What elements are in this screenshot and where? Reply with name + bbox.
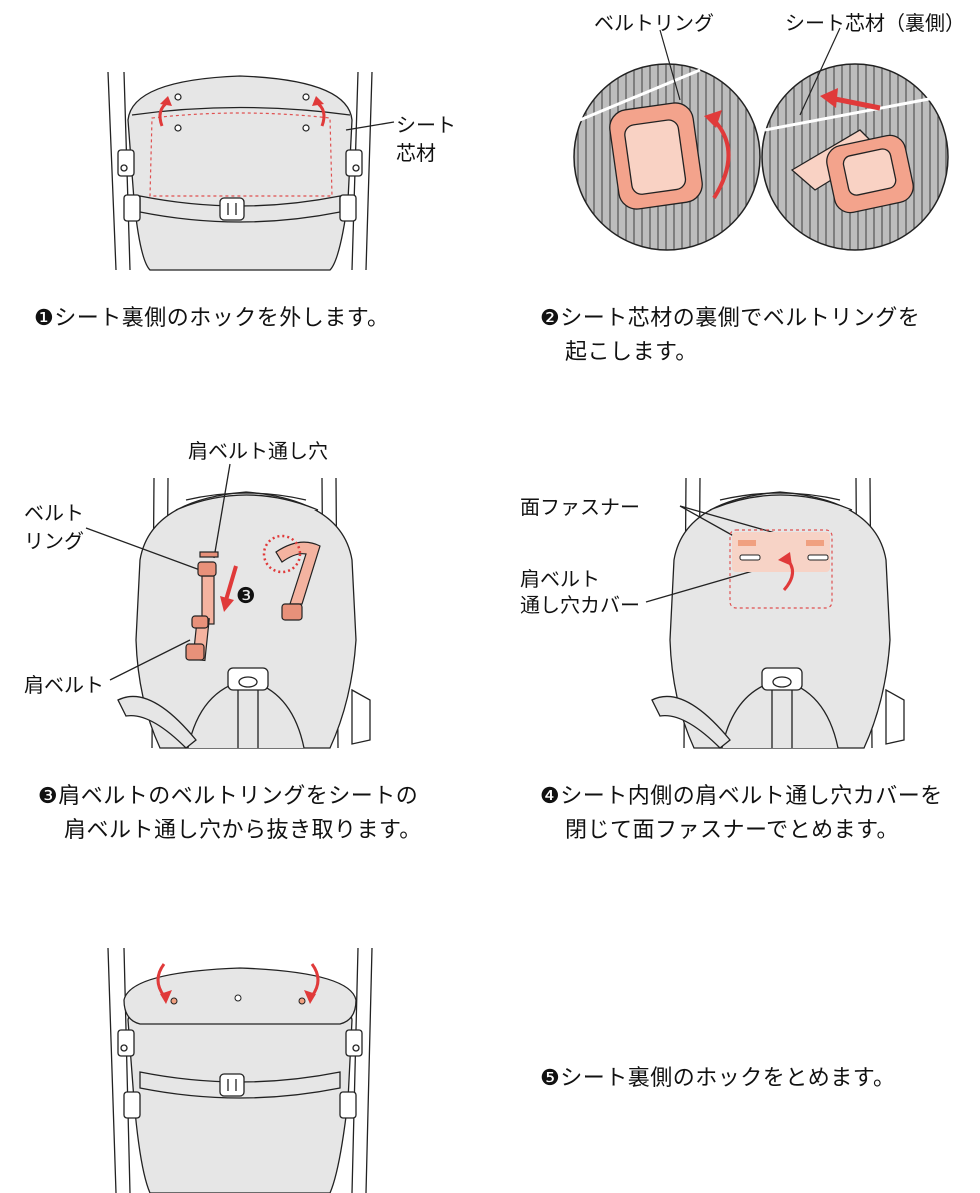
hole-cover-label-line2: 通し穴カバー (520, 593, 640, 617)
shoulder-belt-hole-label: 肩ベルト通し穴 (188, 439, 328, 463)
step2-caption-line1: ❷シート芯材の裏側でベルトリングを (540, 306, 921, 331)
step4-caption-line2: 閉じて面ファスナーでとめます。 (565, 818, 899, 843)
step3-caption-line2: 肩ベルト通し穴から抜き取ります。 (64, 818, 422, 843)
step4-caption-line1: ❹シート内側の肩ベルト通し穴カバーを (540, 784, 943, 809)
seat-core-label-line1: シート (396, 113, 456, 137)
seat-core-back-label: シート芯材（裏側） (785, 11, 965, 35)
belt-ring-label: ベルトリング (594, 11, 714, 35)
step2-caption-line2: 起こします。 (565, 340, 698, 365)
hole-cover-label-line1: 肩ベルト (520, 567, 600, 591)
hook-and-loop-label: 面ファスナー (520, 495, 640, 519)
step3-marker: ❸ (236, 584, 256, 609)
shoulder-belt-label: 肩ベルト (24, 673, 104, 697)
seat-core-label-line2: 芯材 (396, 141, 436, 165)
belt-ring-label-line2: リング (24, 529, 84, 553)
step1-caption: ❶シート裏側のホックを外します。 (34, 306, 390, 331)
step5-caption: ❺シート裏側のホックをとめます。 (540, 1066, 896, 1091)
step3-caption-line1: ❸肩ベルトのベルトリングをシートの (38, 784, 419, 809)
belt-ring-label-line1: ベルト (24, 501, 84, 525)
